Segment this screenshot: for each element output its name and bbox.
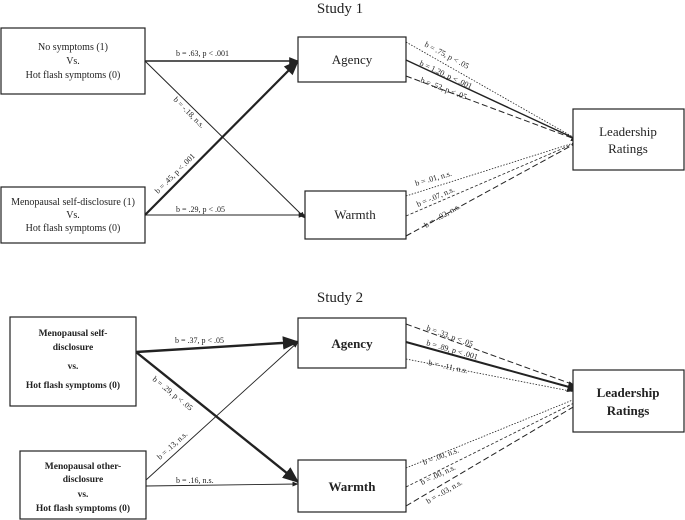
s1-arrow-warmth-out-2 (405, 140, 581, 217)
s1-label-iv2-warmth: b = .29, p < .05 (176, 205, 225, 214)
s2-box-agency: Agency (297, 317, 407, 369)
s1-box-iv1: No symptoms (1) Vs. Hot flash symptoms (… (0, 27, 146, 95)
s2-arrow-iv2-agency (145, 341, 299, 481)
s1-arrow-warmth-out-1 (405, 140, 581, 197)
study2-title: Study 2 (317, 290, 363, 306)
s2-label-agency-out-3: b = -.11, n.s. (428, 358, 469, 375)
s2-label-warmth-out-1: b = .00, n.s. (422, 446, 460, 467)
s1-iv1-line2: Vs. (66, 56, 80, 67)
s1-label-iv2-agency: b = .45, p < .001 (153, 152, 197, 196)
s2-arrow-warmth-out-3 (405, 402, 581, 507)
s2-arrow-iv1-warmth (135, 351, 300, 484)
s2-iv1-line2: disclosure (53, 343, 93, 353)
s1-box-outcome: Leadership Ratings (572, 108, 685, 171)
s2-arrow-warmth-out-1 (405, 396, 581, 469)
s2-iv2-line1: Menopausal other- (45, 462, 121, 472)
s1-iv2-line1: Menopausal self-disclosure (1) (11, 197, 135, 208)
study2-diagram: Study 2 Menopausal self- disclosure vs. … (9, 290, 685, 520)
s2-box-warmth: Warmth (297, 459, 407, 513)
s1-arrow-warmth-out-3 (405, 140, 581, 237)
s2-iv1-line4: Hot flash symptoms (0) (26, 380, 120, 391)
s2-agency-label: Agency (331, 336, 373, 351)
s1-iv1-line3: Hot flash symptoms (0) (26, 70, 121, 81)
s1-label-iv1-warmth: b = -.18, n.s. (172, 95, 207, 130)
s2-iv1-line3: vs. (68, 362, 79, 372)
s2-outcome-line2: Ratings (607, 403, 650, 418)
s2-box-iv1: Menopausal self- disclosure vs. Hot flas… (9, 316, 137, 407)
study1-title: Study 1 (317, 1, 363, 17)
s1-box-warmth: Warmth (304, 190, 407, 240)
s2-label-iv1-agency: b = .37, p < .05 (175, 336, 224, 345)
s2-outcome-line1: Leadership (597, 385, 660, 400)
s2-iv2-line3: vs. (78, 490, 89, 500)
s1-warmth-label: Warmth (334, 207, 376, 222)
study1-diagram: Study 1 No symptoms (1) Vs. Hot flash sy… (0, 1, 685, 244)
s1-arrow-iv2-agency (144, 59, 300, 216)
study1-arrows (144, 41, 581, 237)
s2-arrow-iv1-agency (135, 336, 300, 354)
s1-outcome-line1: Leadership (599, 124, 657, 139)
s2-iv1-line1: Menopausal self- (39, 329, 108, 339)
s1-outcome-line2: Ratings (608, 141, 648, 156)
s1-iv2-line2: Vs. (66, 210, 80, 221)
s2-arrow-agency-out-2 (405, 341, 582, 393)
s1-label-warmth-out-1: b = .01, n.s. (414, 169, 453, 188)
s2-box-iv2: Menopausal other- disclosure vs. Hot fla… (19, 450, 147, 520)
s1-agency-label: Agency (332, 52, 373, 67)
s1-label-warmth-out-3: b = -.02, n.s. (423, 202, 462, 230)
s2-arrow-iv2-warmth (145, 481, 299, 487)
s2-iv2-line2: disclosure (63, 475, 103, 485)
s2-arrow-agency-out-3 (405, 358, 581, 395)
s1-label-iv1-agency: b = .63, p < .001 (176, 49, 229, 58)
s2-box-outcome: Leadership Ratings (572, 369, 685, 433)
s1-arrow-iv1-warmth (144, 60, 306, 219)
s2-arrow-warmth-out-2 (405, 399, 581, 488)
s2-warmth-label: Warmth (329, 479, 377, 494)
s1-box-iv2: Menopausal self-disclosure (1) Vs. Hot f… (0, 186, 146, 244)
s1-box-agency: Agency (297, 36, 407, 83)
s1-iv2-line3: Hot flash symptoms (0) (26, 223, 121, 234)
study2-arrows (135, 323, 582, 507)
s1-arrow-agency-out-1 (405, 41, 581, 142)
s1-arrow-agency-out-2 (405, 59, 581, 142)
s1-arrow-agency-out-3 (405, 75, 581, 142)
s2-iv2-line4: Hot flash symptoms (0) (36, 503, 130, 514)
s1-iv1-line1: No symptoms (1) (38, 42, 108, 53)
s2-arrow-agency-out-1 (405, 323, 581, 388)
s2-label-iv2-warmth: b = .16, n.s. (176, 476, 214, 485)
